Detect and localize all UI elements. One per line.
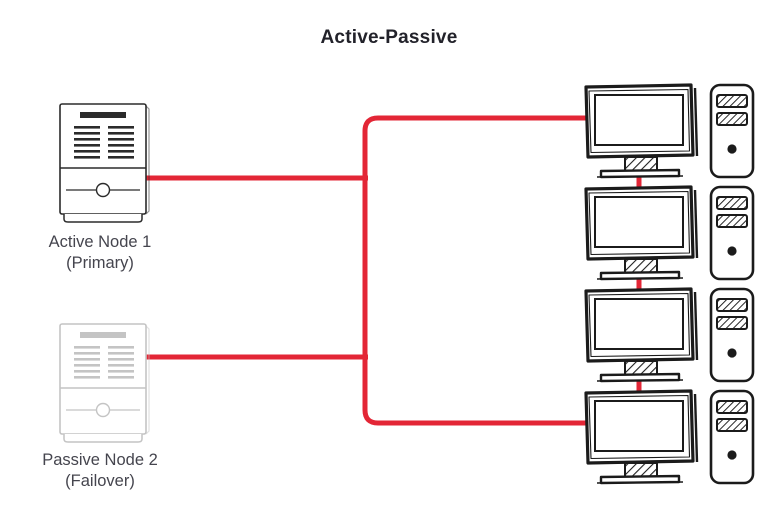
page-title: Active-Passive [320, 27, 458, 48]
node-label-active-primary-line1: Active Node 1 [48, 233, 152, 251]
connection-bus [146, 115, 642, 426]
desktop-computer-icon [584, 389, 755, 485]
server-tower-icon [59, 103, 150, 223]
node-label-passive-node-2: Passive Node 2 (Failover) [10, 450, 190, 492]
node-passive-node-2[interactable] [59, 323, 150, 443]
node-active-node-1[interactable] [59, 103, 150, 223]
server-tower-icon [59, 323, 150, 443]
node-label-active-node-1: Active Node 1 (Primary) [10, 232, 190, 274]
desktop-computer-icon [584, 185, 755, 281]
node-label-active-primary-line2: (Primary) [66, 254, 134, 272]
link-bus-trunk [362, 115, 588, 426]
client-3[interactable] [584, 287, 755, 383]
client-4[interactable] [584, 389, 755, 485]
node-label-passive-failover-line2: (Failover) [65, 472, 135, 490]
client-2[interactable] [584, 185, 755, 281]
desktop-computer-icon [584, 287, 755, 383]
desktop-computer-icon [584, 83, 755, 179]
client-1[interactable] [584, 83, 755, 179]
node-label-passive-failover-line1: Passive Node 2 [42, 451, 158, 469]
